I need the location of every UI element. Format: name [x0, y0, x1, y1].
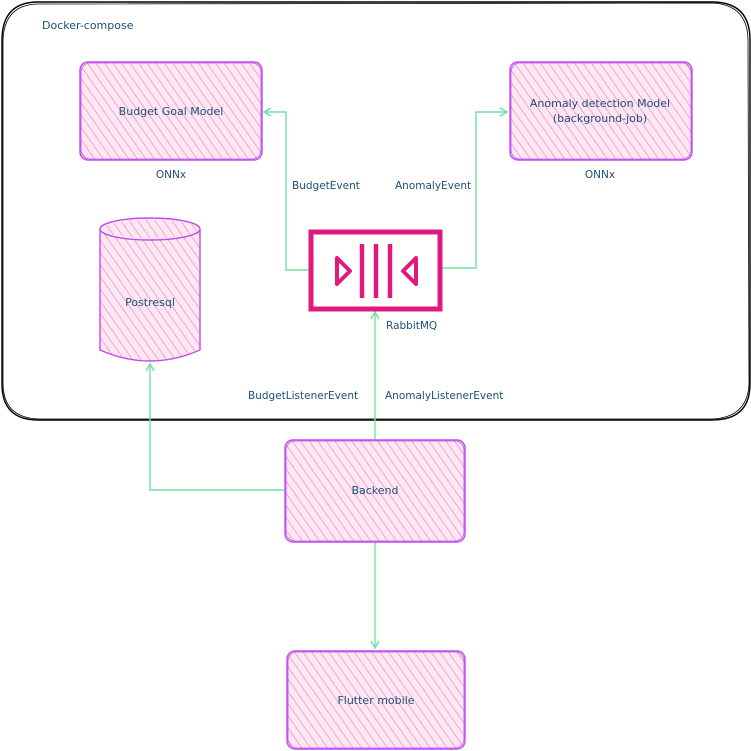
anomaly-model-node[interactable]: Anomaly detection Model (background-job) — [509, 61, 693, 161]
anomaly-model-label-line1: Anomaly detection Model — [530, 97, 670, 110]
anomaly-model-label-line2: (background-job) — [553, 112, 647, 125]
rabbitmq-label: RabbitMQ — [386, 320, 437, 332]
flutter-mobile-label: Flutter mobile — [337, 694, 414, 707]
budget-goal-model-label: Budget Goal Model — [119, 105, 224, 118]
anomaly-model-onnx-tag: ONNx — [585, 169, 615, 181]
rabbitmq-node[interactable] — [308, 229, 443, 312]
backend-node[interactable]: Backend — [284, 439, 466, 543]
edges — [145, 107, 509, 650]
postgres-label: Postresql — [125, 296, 175, 309]
backend-label: Backend — [351, 484, 398, 497]
budget-goal-model-node[interactable]: Budget Goal Model — [79, 61, 263, 161]
flutter-mobile-node[interactable]: Flutter mobile — [286, 650, 466, 750]
edge-anomaly-event — [441, 107, 509, 269]
edge-budget-event — [262, 107, 310, 271]
rabbitmq-left-triangle-icon — [335, 256, 352, 286]
docker-compose-container: Docker-compose — [1, 1, 751, 421]
postgres-database-node[interactable]: Postresql — [99, 217, 201, 362]
edge-budget-listener — [145, 362, 284, 491]
container-title: Docker-compose — [42, 19, 134, 32]
budget-model-onnx-tag: ONNx — [156, 169, 186, 181]
budget-event-label: BudgetEvent — [292, 180, 360, 192]
rabbitmq-right-triangle-icon — [401, 256, 418, 286]
anomaly-listener-event-label: AnomalyListenerEvent — [385, 390, 503, 402]
anomaly-event-label: AnomalyEvent — [395, 180, 471, 192]
budget-listener-event-label: BudgetListenerEvent — [248, 390, 358, 402]
